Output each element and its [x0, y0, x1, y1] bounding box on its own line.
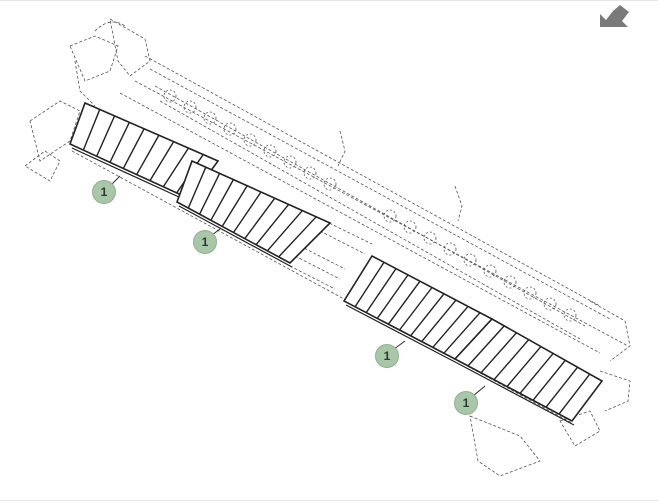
- callout-3[interactable]: 1: [375, 340, 406, 368]
- callout-leader: [472, 385, 486, 397]
- panel-slat: [136, 134, 160, 175]
- panel-slat: [443, 312, 481, 354]
- callouts: 1 1 1 1: [92, 175, 486, 415]
- callout-1[interactable]: 1: [92, 175, 121, 204]
- panel-slat: [519, 352, 554, 394]
- panel-slat: [421, 299, 457, 343]
- grate-panel: [453, 317, 604, 426]
- panel-slat: [410, 293, 445, 337]
- panel-lip: [178, 205, 293, 268]
- panel-slat: [187, 166, 207, 209]
- callout-leader: [110, 175, 121, 186]
- panel-slat: [545, 366, 579, 408]
- panel-slat: [82, 109, 101, 151]
- callout-label: 1: [202, 235, 209, 249]
- callout-4[interactable]: 1: [454, 385, 486, 415]
- panel-slat: [278, 216, 317, 258]
- grate-panel: [68, 101, 220, 204]
- grate-panels: [68, 101, 604, 426]
- panel-slat: [532, 359, 566, 401]
- panel-frame: [176, 159, 332, 264]
- callout-balloon[interactable]: [92, 180, 116, 204]
- machine-sketch: [24, 18, 631, 477]
- panel-slat: [387, 280, 421, 325]
- panel-lip: [345, 304, 458, 364]
- panel-slat: [365, 268, 397, 313]
- callout-balloon[interactable]: [193, 230, 217, 254]
- arrow-down-left-icon[interactable]: [600, 5, 629, 27]
- panel-slat: [232, 191, 262, 233]
- panel-slat: [398, 287, 433, 331]
- panel-slat: [432, 305, 469, 348]
- callout-leader: [393, 340, 406, 350]
- panel-slat: [198, 173, 221, 215]
- panel-slat: [109, 122, 130, 163]
- panel-slat: [210, 179, 235, 221]
- panel-slat: [149, 141, 175, 182]
- panel-slat: [244, 197, 276, 240]
- panel-slat: [354, 261, 385, 308]
- panel-lip: [456, 362, 575, 426]
- callout-2[interactable]: 1: [193, 228, 221, 254]
- panel-slat: [162, 147, 190, 188]
- panel-slat: [122, 128, 145, 169]
- panel-slat: [376, 274, 409, 319]
- callout-label: 1: [101, 185, 108, 199]
- panel-slat: [506, 346, 542, 388]
- callout-label: 1: [384, 349, 391, 363]
- panel-slat: [96, 115, 116, 157]
- panel-lip: [71, 147, 193, 204]
- roller-row: [163, 89, 577, 322]
- callout-balloon[interactable]: [375, 344, 399, 368]
- grate-panel: [176, 159, 332, 268]
- panel-slat: [493, 339, 530, 381]
- panel-slat: [467, 325, 505, 367]
- callout-label: 1: [463, 396, 470, 410]
- panel-slat: [221, 185, 248, 227]
- callout-balloon[interactable]: [454, 391, 478, 415]
- panel-slat: [266, 210, 303, 252]
- panel-slat: [255, 203, 290, 246]
- panel-slat: [558, 373, 591, 415]
- panel-slat: [480, 332, 517, 374]
